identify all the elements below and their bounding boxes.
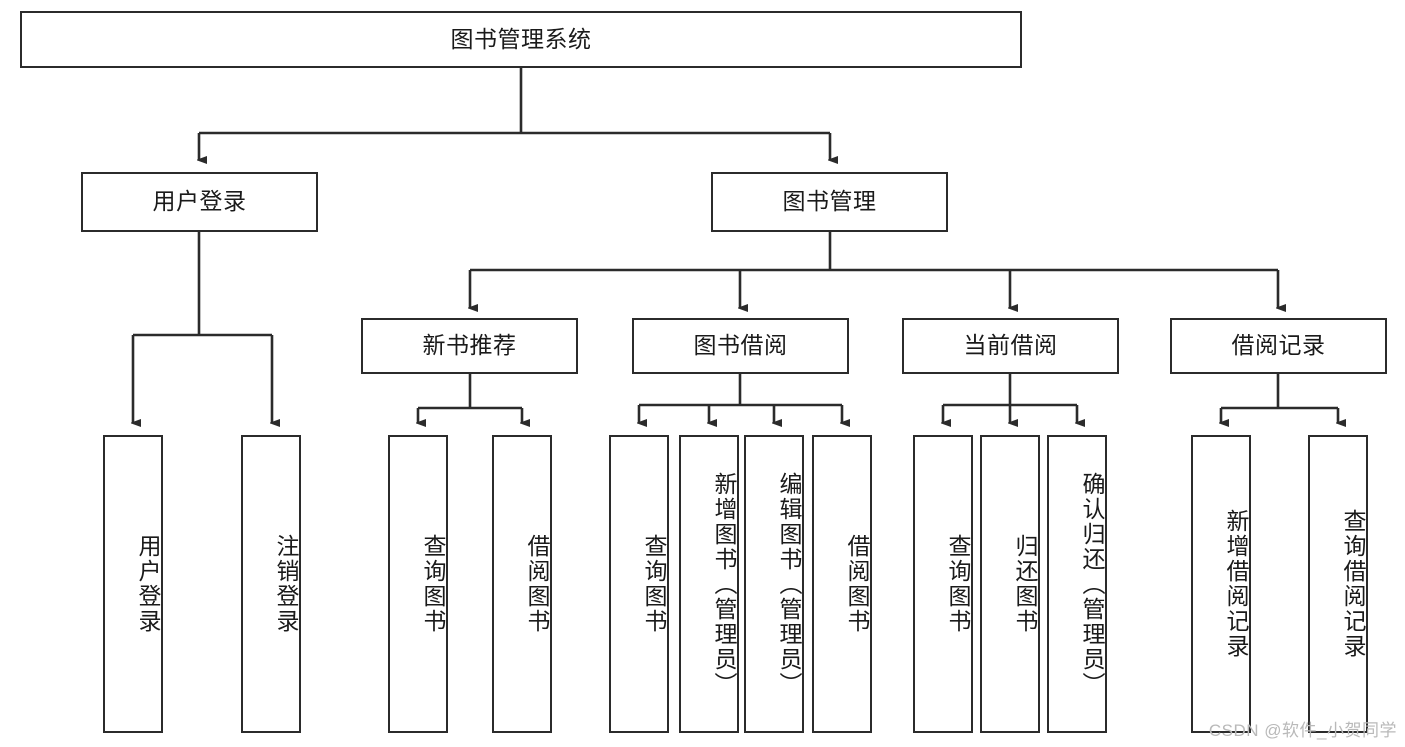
watermark-text: CSDN @软件_小贺同学 xyxy=(1208,721,1397,740)
node-leaf-add-record-label: 新增借阅记录 xyxy=(1223,509,1249,659)
node-leaf-query-record-label: 查询借阅记录 xyxy=(1340,509,1366,659)
node-leaf-borrow-book-1[interactable]: 借阅图书 xyxy=(492,435,552,733)
node-leaf-borrow-book-2[interactable]: 借阅图书 xyxy=(812,435,872,733)
node-leaf-confirm-return-label: 确认归还（管理员） xyxy=(1079,471,1105,697)
node-leaf-query-book-3[interactable]: 查询图书 xyxy=(913,435,973,733)
node-new-book-rec[interactable]: 新书推荐 xyxy=(361,318,578,374)
node-leaf-edit-book[interactable]: 编辑图书（管理员） xyxy=(744,435,804,733)
node-borrow-record[interactable]: 借阅记录 xyxy=(1170,318,1387,374)
node-leaf-logout[interactable]: 注销登录 xyxy=(241,435,301,733)
node-current-borrow[interactable]: 当前借阅 xyxy=(902,318,1119,374)
node-user-login-label: 用户登录 xyxy=(152,188,247,215)
node-leaf-query-record[interactable]: 查询借阅记录 xyxy=(1308,435,1368,733)
node-root-label: 图书管理系统 xyxy=(450,25,592,52)
node-book-manage-label: 图书管理 xyxy=(782,188,877,215)
node-user-login[interactable]: 用户登录 xyxy=(81,172,318,232)
node-book-manage[interactable]: 图书管理 xyxy=(711,172,948,232)
node-book-borrow[interactable]: 图书借阅 xyxy=(632,318,849,374)
node-book-borrow-label: 图书借阅 xyxy=(693,332,788,359)
node-leaf-query-book-1-label: 查询图书 xyxy=(420,534,446,634)
node-leaf-return-book[interactable]: 归还图书 xyxy=(980,435,1040,733)
node-leaf-query-book-1[interactable]: 查询图书 xyxy=(388,435,448,733)
node-leaf-borrow-book-1-label: 借阅图书 xyxy=(524,534,550,634)
node-root[interactable]: 图书管理系统 xyxy=(20,11,1022,68)
node-leaf-edit-book-label: 编辑图书（管理员） xyxy=(776,471,802,697)
node-leaf-user-login-label: 用户登录 xyxy=(135,534,161,634)
node-leaf-borrow-book-2-label: 借阅图书 xyxy=(844,534,870,634)
node-leaf-return-book-label: 归还图书 xyxy=(1012,534,1038,634)
node-leaf-query-book-2[interactable]: 查询图书 xyxy=(609,435,669,733)
node-leaf-add-book-label: 新增图书（管理员） xyxy=(711,471,737,697)
node-leaf-query-book-2-label: 查询图书 xyxy=(641,534,667,634)
node-new-book-rec-label: 新书推荐 xyxy=(422,332,517,359)
node-leaf-logout-label: 注销登录 xyxy=(273,534,299,634)
node-leaf-user-login[interactable]: 用户登录 xyxy=(103,435,163,733)
node-borrow-record-label: 借阅记录 xyxy=(1231,332,1326,359)
node-current-borrow-label: 当前借阅 xyxy=(963,332,1058,359)
node-leaf-query-book-3-label: 查询图书 xyxy=(945,534,971,634)
node-leaf-add-book[interactable]: 新增图书（管理员） xyxy=(679,435,739,733)
node-leaf-add-record[interactable]: 新增借阅记录 xyxy=(1191,435,1251,733)
node-leaf-confirm-return[interactable]: 确认归还（管理员） xyxy=(1047,435,1107,733)
